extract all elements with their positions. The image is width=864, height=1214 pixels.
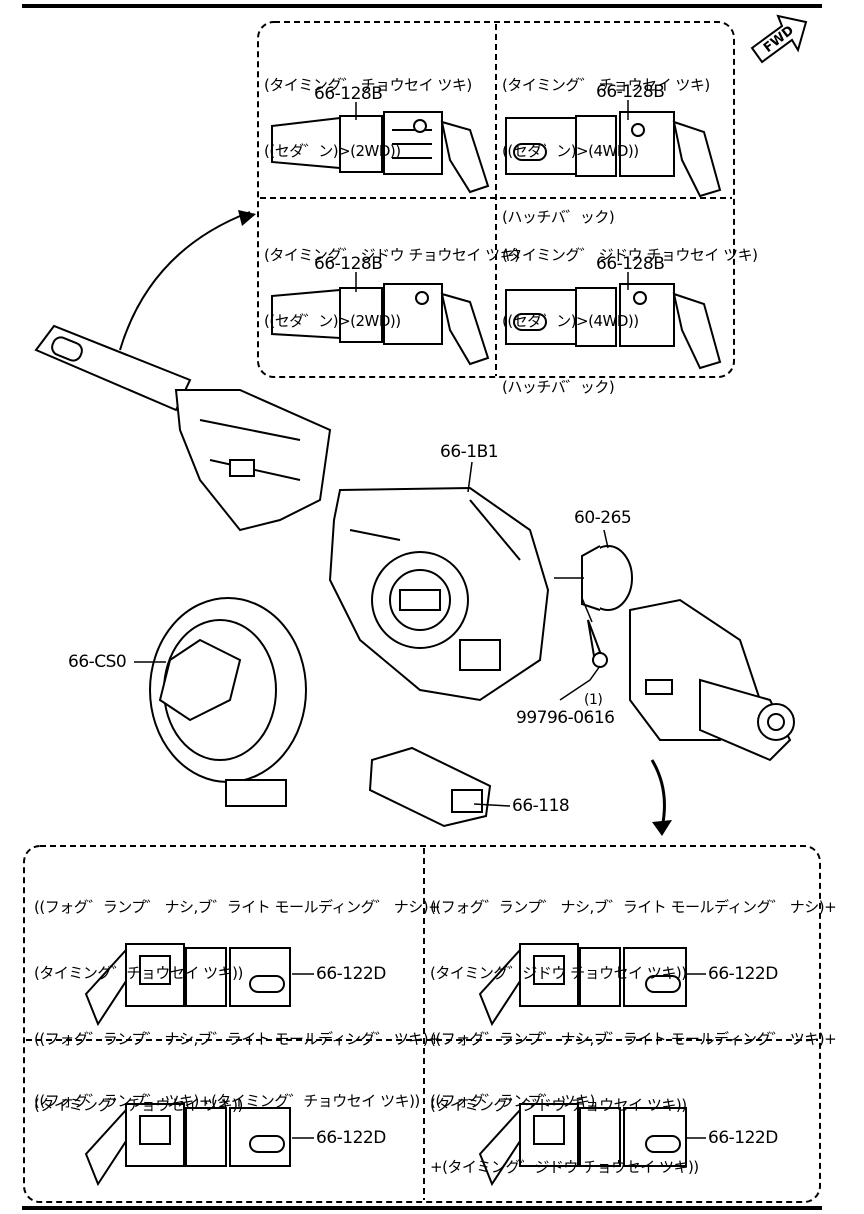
connector-part-number[interactable]: 66-118 — [512, 796, 570, 816]
top-panel-1-caption: (タイミング゛ チョウセイ ツキ) ((セダ゛ン)>(2WD)) — [264, 76, 472, 160]
bottom-panel-3-caption: ((フォグ゛ランプ゛ ツキ)+(タイミング゛チョウセイ ツキ)) — [34, 1092, 420, 1110]
fwd-arrow-icon — [750, 14, 808, 64]
top-panel-2-caption: (タイミング゛ チョウセイ ツキ) ((セダ゛ン)>(4WD)) (ハッチバ゛ッ… — [502, 76, 710, 226]
top-panel-3-caption: (タイミング゛ ジドウ チョウセイ ツキ) ((セダ゛ン)>(2WD)) — [264, 246, 520, 330]
bottom-panel-3-part-number[interactable]: 66-122D — [316, 1128, 386, 1148]
bottom-rule — [22, 1206, 822, 1210]
light-switch-illustration-4 — [478, 1103, 687, 1187]
screw-illustration — [581, 597, 608, 668]
right-stalk-switch-illustration — [629, 598, 795, 762]
combination-switch-part-number[interactable]: 66-1B1 — [440, 442, 499, 462]
top-panel-1-part-number[interactable]: 66-128B — [314, 84, 383, 104]
bottom-panel-1-caption: ((フォグ゛ランプ゛ ナシ,ブ゛ライト モールディング゛ ナシ)+ (タイミング… — [34, 898, 441, 1114]
bottom-panel-1-part-number[interactable]: 66-122D — [316, 964, 386, 984]
top-panel-4-caption: (タイミング゛ ジドウ チョウセイ ツキ) ((セダ゛ン)>(4WD)) (ハッ… — [502, 246, 758, 396]
lever-switch-illustration-2 — [505, 111, 722, 198]
lever-switch-illustration-3 — [271, 283, 490, 366]
light-switch-illustration-2 — [478, 943, 687, 1027]
bottom-group-box — [23, 845, 821, 1203]
screw-quantity: (1) — [584, 692, 603, 708]
lever-switch-illustration-4 — [505, 283, 722, 370]
left-stalk-switch-illustration — [34, 324, 332, 532]
cap-part-number[interactable]: 60-265 — [574, 508, 632, 528]
bottom-panel-4-caption: ((フォグ゛ランプ゛ ツキ) +(タイミング゛ジドウ チョウセイ ツキ)) — [430, 1092, 699, 1176]
top-group-box — [257, 21, 735, 378]
bottom-panel-4-part-number[interactable]: 66-122D — [708, 1128, 778, 1148]
top-panel-4-part-number[interactable]: 66-128B — [596, 254, 665, 274]
connector-illustration — [368, 746, 492, 828]
cap-illustration — [554, 545, 633, 611]
top-rule — [22, 4, 822, 8]
top-panel-3-part-number[interactable]: 66-128B — [314, 254, 383, 274]
bottom-panel-2-caption: ((フォグ゛ランプ゛ ナシ,ブ゛ライト モールディング゛ ナシ)+ (タイミング… — [430, 898, 837, 1114]
bottom-panel-2-part-number[interactable]: 66-122D — [708, 964, 778, 984]
screw-part-number[interactable]: 99796-0616 — [516, 708, 615, 728]
light-switch-illustration-3 — [84, 1103, 291, 1187]
clock-spring-part-number[interactable]: 66-CS0 — [68, 652, 127, 672]
light-switch-illustration-1 — [84, 943, 291, 1027]
top-panel-2-part-number[interactable]: 66-128B — [596, 82, 665, 102]
clock-spring-illustration — [149, 597, 307, 807]
lever-switch-illustration-1 — [271, 111, 490, 194]
combination-switch-body-illustration — [328, 486, 550, 702]
